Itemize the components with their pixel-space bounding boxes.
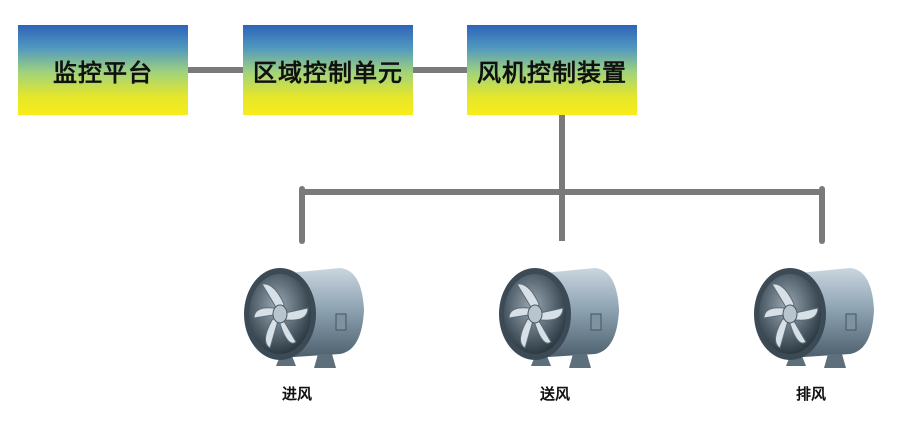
fan-control-device-box: 风机控制装置 [467, 25, 637, 115]
area-control-unit-label: 区域控制单元 [253, 57, 403, 87]
axial-fan-icon [244, 268, 364, 368]
area-control-unit-box: 区域控制单元 [243, 25, 413, 115]
fan-label-intake: 进风 [281, 385, 312, 403]
fan-label-supply: 送风 [539, 385, 570, 403]
axial-fan-icon [499, 268, 619, 368]
fan-label-exhaust: 排风 [795, 385, 826, 403]
axial-fan-icon [754, 268, 874, 368]
monitor-platform-label: 监控平台 [53, 57, 153, 87]
monitor-platform-box: 监控平台 [18, 25, 188, 115]
fan-control-device-label: 风机控制装置 [477, 57, 627, 87]
